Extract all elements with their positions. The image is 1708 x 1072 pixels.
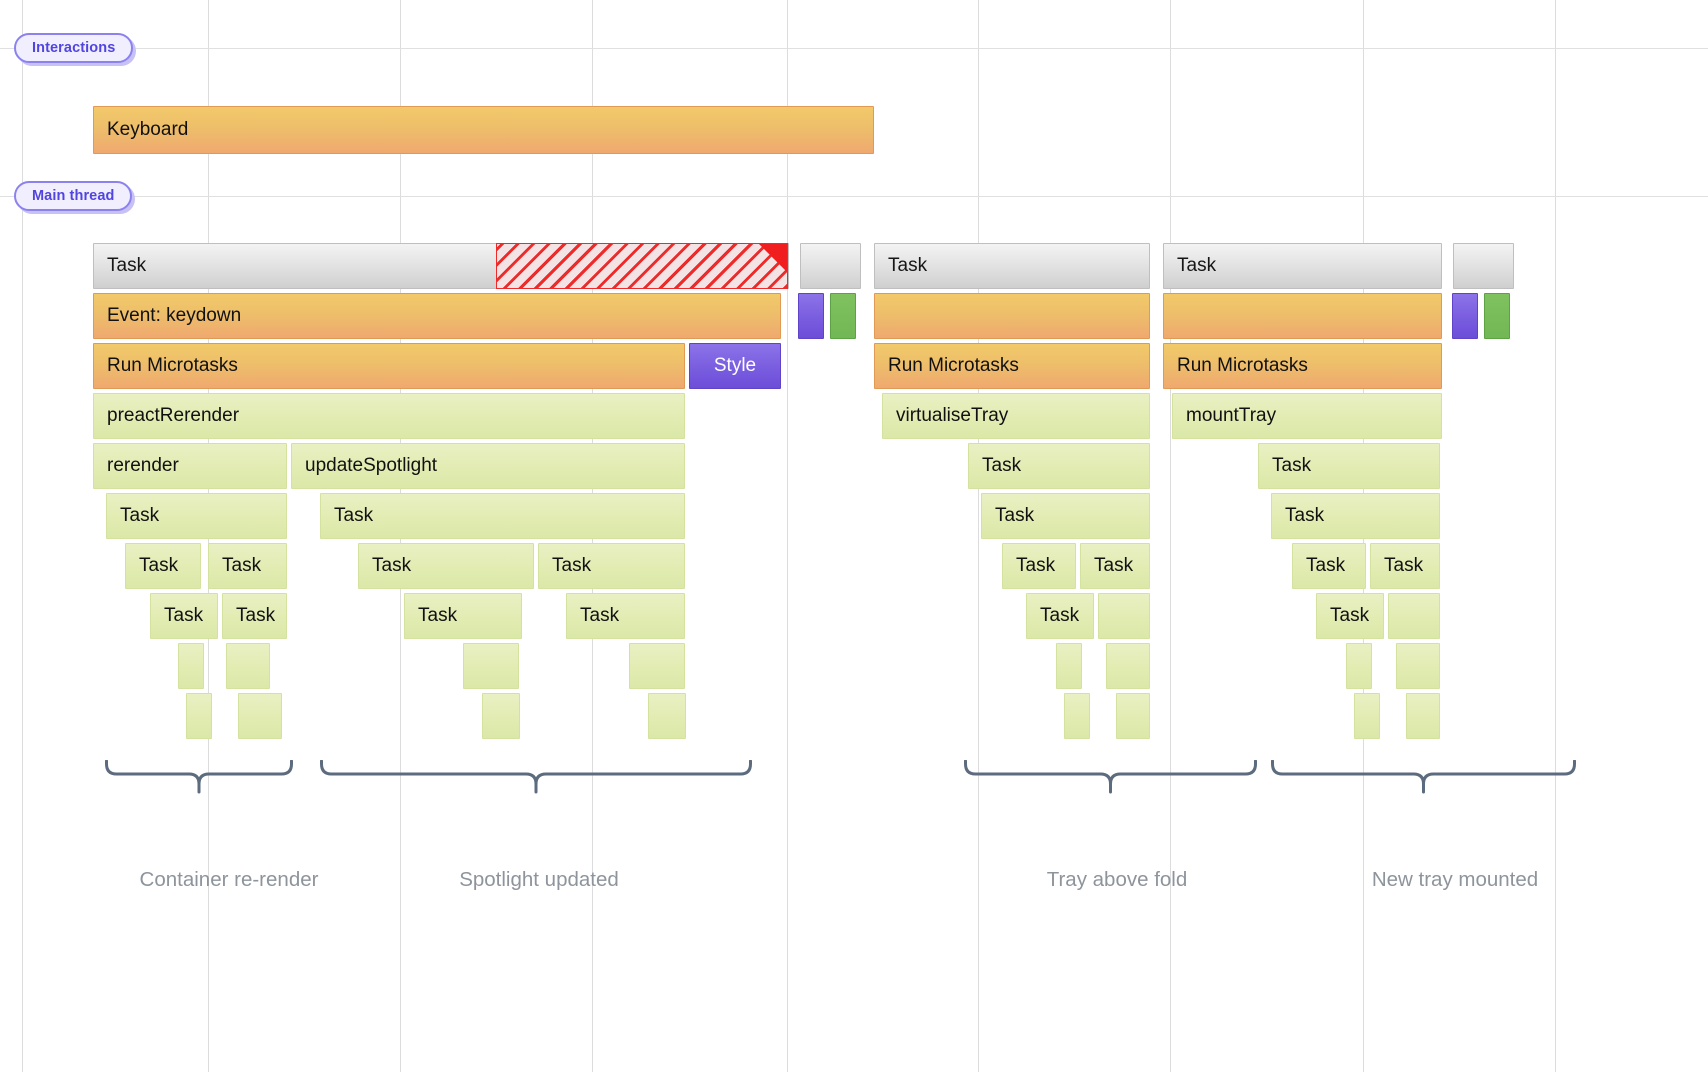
- annotation-label-tray-above-fold: Tray above fold: [1046, 868, 1188, 891]
- flame-block-script-r9-4[interactable]: [1064, 693, 1090, 739]
- flame-block-script-r8-5[interactable]: [1106, 643, 1150, 689]
- flame-block-script-r8-3[interactable]: [629, 643, 685, 689]
- annotation-brace-2: [964, 760, 1257, 794]
- flame-block-task[interactable]: Task: [1370, 543, 1440, 589]
- flame-block-script-r8-2[interactable]: [463, 643, 519, 689]
- flame-block-script-r8-6[interactable]: [1346, 643, 1372, 689]
- flame-block-paint-r1-6[interactable]: [1484, 293, 1510, 339]
- flame-block-script-r8-0[interactable]: [178, 643, 204, 689]
- flame-block-task[interactable]: Task: [968, 443, 1150, 489]
- flame-block-task[interactable]: Task: [222, 593, 287, 639]
- track-pill-interactions[interactable]: Interactions: [14, 33, 134, 63]
- annotation-label-spotlight-updated: Spotlight updated: [459, 868, 619, 891]
- flame-block-task-r0-1[interactable]: [800, 243, 861, 289]
- gridline-6: [1170, 0, 1171, 1072]
- flame-block-task[interactable]: Task: [320, 493, 685, 539]
- flame-block-rerender[interactable]: rerender: [93, 443, 287, 489]
- flame-block-updatespotlight[interactable]: updateSpotlight: [291, 443, 685, 489]
- long-task-warning-triangle-icon: [759, 244, 787, 272]
- flame-block-task[interactable]: Task: [1026, 593, 1094, 639]
- flame-block-script-r9-7[interactable]: [1406, 693, 1440, 739]
- flame-block-task[interactable]: Task: [1271, 493, 1440, 539]
- flame-block-task[interactable]: Task: [208, 543, 287, 589]
- flame-block-virtualisetray[interactable]: virtualiseTray: [882, 393, 1150, 439]
- flame-block-script-r7-5[interactable]: [1098, 593, 1150, 639]
- flame-block-task[interactable]: Task: [566, 593, 685, 639]
- flame-block-event-r1-4[interactable]: [1163, 293, 1442, 339]
- flame-block-task[interactable]: Task: [538, 543, 685, 589]
- flame-block-event-keydown[interactable]: Event: keydown: [93, 293, 781, 339]
- flame-block-preactrerender[interactable]: preactRerender: [93, 393, 685, 439]
- flame-block-script-r9-2[interactable]: [482, 693, 520, 739]
- flame-block-style-r1-1[interactable]: [798, 293, 824, 339]
- flame-block-task[interactable]: Task: [358, 543, 534, 589]
- flame-block-task[interactable]: Task: [1292, 543, 1366, 589]
- flame-block-task[interactable]: Task: [874, 243, 1150, 289]
- interaction-block-keyboard[interactable]: Keyboard: [93, 106, 874, 154]
- flame-block-script-r9-5[interactable]: [1116, 693, 1150, 739]
- annotation-label-container-re-render: Container re-render: [139, 868, 319, 891]
- flame-block-script-r8-7[interactable]: [1396, 643, 1440, 689]
- annotation-label-new-tray-mounted: New tray mounted: [1371, 868, 1539, 891]
- track-separator-main-thread: [0, 196, 1708, 197]
- flame-block-task[interactable]: Task: [150, 593, 218, 639]
- flame-block-style-r1-5[interactable]: [1452, 293, 1478, 339]
- flame-block-task[interactable]: Task: [106, 493, 287, 539]
- flame-block-script-r8-1[interactable]: [226, 643, 270, 689]
- gridline-0: [22, 0, 23, 1072]
- flame-block-task[interactable]: Task: [1258, 443, 1440, 489]
- gridline-5: [978, 0, 979, 1072]
- flame-block-task-r0-4[interactable]: [1453, 243, 1514, 289]
- flame-block-script-r9-6[interactable]: [1354, 693, 1380, 739]
- flame-block-task[interactable]: Task: [1316, 593, 1384, 639]
- flame-block-run-microtasks[interactable]: Run Microtasks: [93, 343, 685, 389]
- flame-block-style[interactable]: Style: [689, 343, 781, 389]
- flame-block-task[interactable]: Task: [1002, 543, 1076, 589]
- gridline-8: [1555, 0, 1556, 1072]
- annotation-brace-1: [320, 760, 752, 794]
- flame-block-task[interactable]: Task: [1163, 243, 1442, 289]
- flame-block-paint-r1-2[interactable]: [830, 293, 856, 339]
- flame-block-script-r7-7[interactable]: [1388, 593, 1440, 639]
- flame-block-mounttray[interactable]: mountTray: [1172, 393, 1442, 439]
- flame-block-event-r1-3[interactable]: [874, 293, 1150, 339]
- track-pill-main-thread[interactable]: Main thread: [14, 181, 133, 211]
- flame-block-task[interactable]: Task: [1080, 543, 1150, 589]
- gridline-4: [787, 0, 788, 1072]
- flame-block-script-r9-1[interactable]: [238, 693, 282, 739]
- flame-block-script-r9-0[interactable]: [186, 693, 212, 739]
- flame-block-task[interactable]: Task: [404, 593, 522, 639]
- flame-block-script-r9-3[interactable]: [648, 693, 686, 739]
- track-separator-interactions: [0, 48, 1708, 49]
- flame-block-task[interactable]: Task: [981, 493, 1150, 539]
- flame-block-script-r8-4[interactable]: [1056, 643, 1082, 689]
- annotation-brace-3: [1271, 760, 1576, 794]
- annotation-brace-0: [105, 760, 293, 794]
- flame-block-run-microtasks[interactable]: Run Microtasks: [1163, 343, 1442, 389]
- flame-block-task[interactable]: Task: [125, 543, 201, 589]
- flame-block-run-microtasks[interactable]: Run Microtasks: [874, 343, 1150, 389]
- long-task-overlay-0[interactable]: [496, 243, 788, 289]
